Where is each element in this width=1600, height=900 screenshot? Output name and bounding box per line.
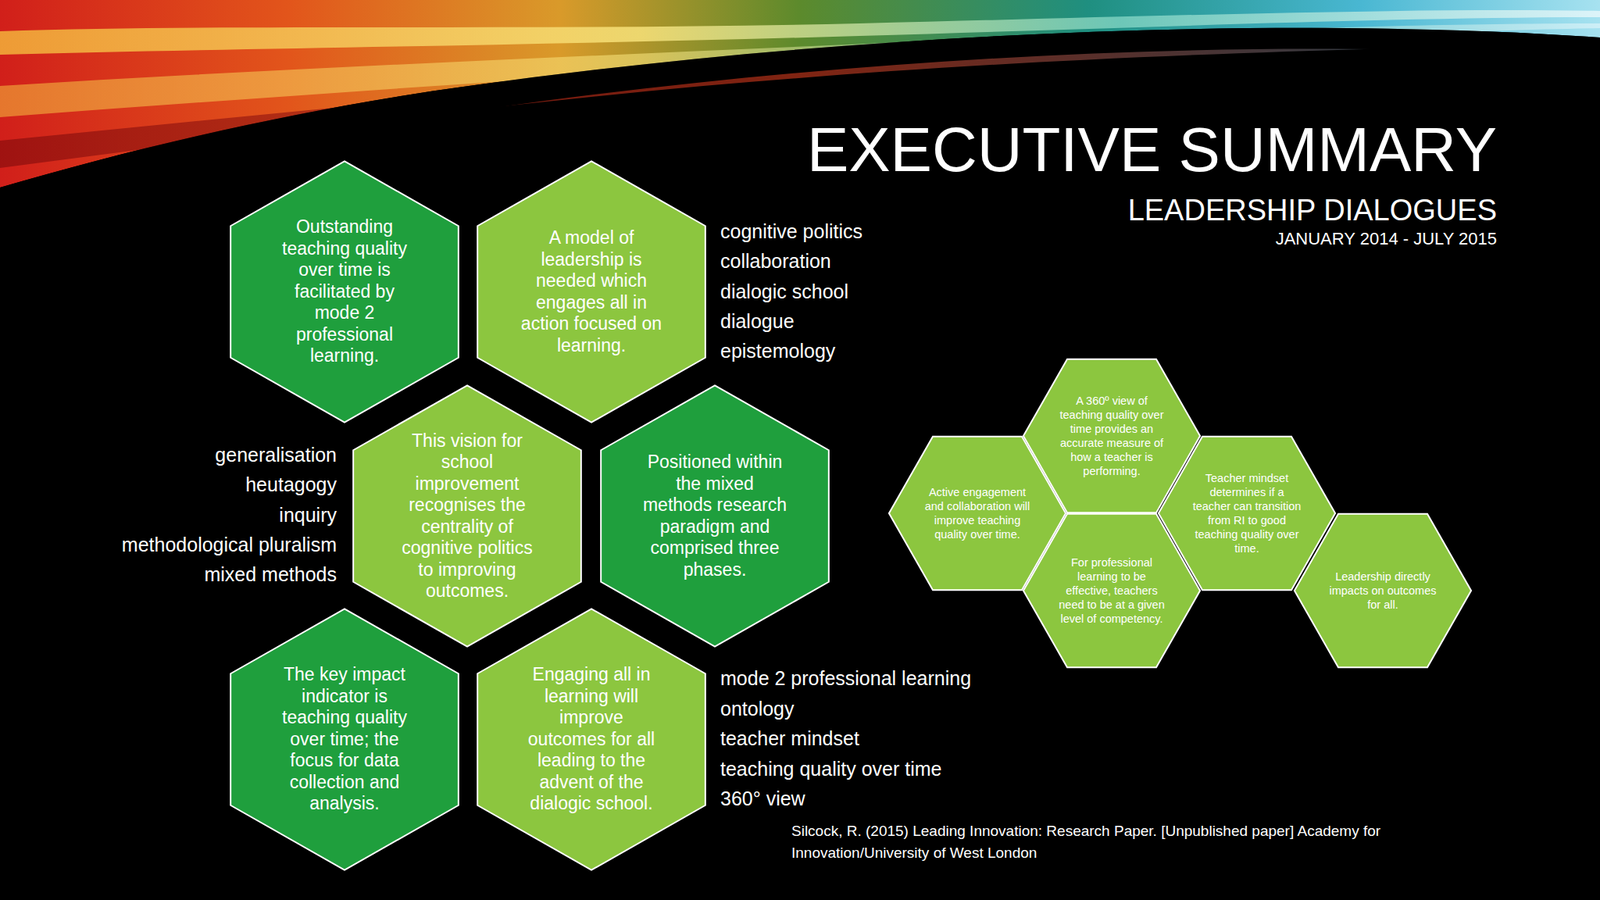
hexagon-text: Outstanding teaching quality over time i…: [272, 216, 418, 368]
hexagon-node: The key impact indicator is teaching qua…: [229, 607, 460, 872]
hexagon-outline: [1023, 514, 1200, 668]
keyword: epistemology: [720, 338, 1033, 364]
hexagon-content: Positioned within the mixed methods rese…: [600, 384, 830, 648]
keyword: dialogic school: [720, 278, 1033, 304]
hexagon-content: A model of leadership is needed which en…: [476, 160, 707, 424]
swoosh-edge: [0, 28, 1600, 219]
keyword: ontology: [720, 696, 1080, 722]
keyword: heutagogy: [24, 471, 337, 497]
keyword: 360° view: [720, 785, 1080, 811]
hexagon-outline: [353, 385, 582, 647]
hexagon-node: A model of leadership is needed which en…: [476, 160, 707, 424]
hexagon-node: Positioned within the mixed methods rese…: [600, 384, 830, 648]
citation-caption: Silcock, R. (2015) Leading Innovation: R…: [791, 820, 1479, 865]
hexagon-outline: [230, 160, 459, 422]
hexagon-content: Outstanding teaching quality over time i…: [229, 160, 460, 424]
keyword: teaching quality over time: [720, 756, 1080, 782]
hexagon-outline: [477, 608, 706, 870]
keyword: mixed methods: [24, 561, 337, 587]
hexagon-node: Leadership directly impacts on outcomes …: [1293, 513, 1472, 668]
keyword: generalisation: [24, 442, 337, 468]
hexagon-outline: [600, 385, 829, 647]
hexagon-node: This vision for school improvement recog…: [352, 384, 583, 648]
keyword: cognitive politics: [720, 218, 1033, 244]
hexagon-text: Teacher mindset determines if a teacher …: [1192, 471, 1303, 556]
keyword: dialogue: [720, 308, 1033, 334]
hexagon-node: Outstanding teaching quality over time i…: [229, 160, 460, 424]
hexagon-text: Engaging all in learning will improve ou…: [519, 664, 665, 815]
hexagon-content: For professional learning to be effectiv…: [1022, 513, 1201, 668]
hexagon-text: Leadership directly impacts on outcomes …: [1328, 569, 1439, 612]
hexagon-text: A model of leadership is needed which en…: [519, 227, 665, 357]
hexagon-outline: [1294, 514, 1472, 668]
hexagon-content: Engaging all in learning will improve ou…: [476, 607, 707, 872]
slide-title: EXECUTIVE SUMMARY: [546, 118, 1497, 182]
hexagon-text: Active engagement and collaboration will…: [922, 485, 1033, 542]
hexagon-content: Leadership directly impacts on outcomes …: [1293, 513, 1472, 668]
hexagon-outline: [477, 160, 706, 422]
hexagon-content: The key impact indicator is teaching qua…: [229, 607, 460, 872]
hexagon-text: This vision for school improvement recog…: [395, 430, 540, 603]
hexagon-text: For professional learning to be effectiv…: [1057, 555, 1168, 626]
hexagon-node: For professional learning to be effectiv…: [1022, 513, 1201, 668]
hexagon-outline: [230, 608, 459, 870]
hexagon-content: This vision for school improvement recog…: [352, 384, 583, 648]
keyword: collaboration: [720, 248, 1033, 274]
keyword: methodological pluralism: [24, 532, 337, 558]
keyword: mode 2 professional learning: [720, 665, 1080, 691]
hexagon-text: Positioned within the mixed methods rese…: [642, 451, 788, 581]
hexagon-text: A 360º view of teaching quality over tim…: [1057, 393, 1168, 479]
hexagon-node: Engaging all in learning will improve ou…: [476, 607, 707, 872]
keyword: teacher mindset: [720, 725, 1080, 751]
swoosh-band: [0, 0, 1600, 188]
hexagon-text: The key impact indicator is teaching qua…: [272, 664, 418, 815]
keyword: inquiry: [24, 502, 337, 528]
